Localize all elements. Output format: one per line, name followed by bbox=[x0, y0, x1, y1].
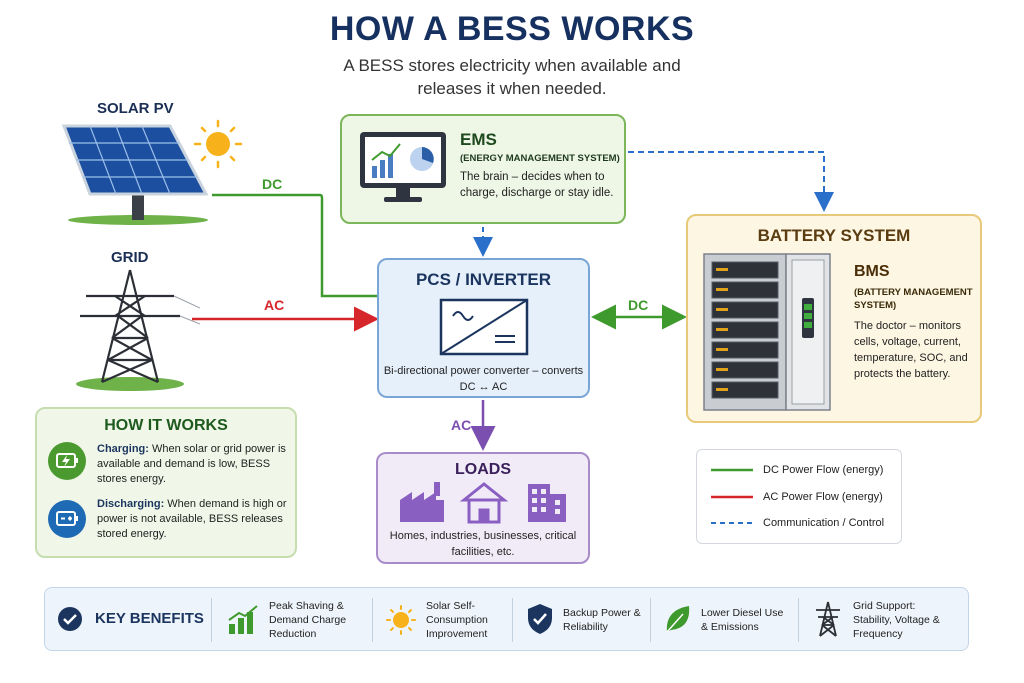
ems-battery-control-arrow bbox=[628, 151, 834, 212]
grid-label: GRID bbox=[111, 249, 149, 266]
pcs-inverter-box: PCS / INVERTER Bi-directional power conv… bbox=[377, 258, 590, 398]
ems-title: EMS bbox=[460, 130, 497, 149]
bar-chart-icon bbox=[228, 605, 258, 634]
legend-box: DC Power Flow (energy) AC Power Flow (en… bbox=[696, 449, 902, 544]
legend-ac-label: AC Power Flow (energy) bbox=[763, 491, 883, 503]
loads-icons bbox=[400, 482, 566, 524]
ems-box: EMS (ENERGY MANAGEMENT SYSTEM) The brain… bbox=[340, 114, 626, 224]
transmission-tower-icon bbox=[76, 269, 200, 391]
legend-dc-label: DC Power Flow (energy) bbox=[763, 464, 884, 476]
discharging-description: Discharging: When demand is high or powe… bbox=[97, 498, 287, 540]
bms-subtitle: (BATTERY MANAGEMENT SYSTEM) bbox=[854, 287, 973, 311]
benefit-lower-diesel: Lower Diesel Use & Emissions bbox=[701, 607, 784, 633]
battery-system-box: BATTERY SYSTEM BMS (BATTERY MANAGEMENT S… bbox=[686, 214, 982, 423]
page-title: HOW A BESS WORKS bbox=[329, 10, 695, 48]
solar-panel-icon bbox=[61, 119, 243, 225]
leaf-icon bbox=[666, 606, 690, 633]
pcs-title: PCS / INVERTER bbox=[415, 270, 552, 289]
key-benefits-title: KEY BENEFITS bbox=[95, 610, 204, 627]
factory-icon bbox=[400, 482, 444, 522]
solar-dc-connector bbox=[212, 193, 378, 298]
loads-title: LOADS bbox=[455, 461, 511, 478]
monitor-icon bbox=[360, 132, 446, 202]
key-benefits-bar: KEY BENEFITS Peak Shaving & Demand Charg… bbox=[44, 587, 969, 651]
how-it-works-title: HOW IT WORKS bbox=[104, 417, 228, 434]
benefit-grid-support: Grid Support: Stability, Voltage & Frequ… bbox=[853, 600, 940, 640]
sun-icon bbox=[386, 605, 416, 635]
bms-description: The doctor – monitors cells, voltage, cu… bbox=[854, 320, 968, 380]
inverter-symbol-icon bbox=[439, 298, 529, 356]
loads-box: LOADS Homes, industries, businesses, cri… bbox=[376, 452, 590, 564]
discharging-battery-icon bbox=[48, 500, 86, 538]
benefit-peak-shaving: Peak Shaving & Demand Charge Reduction bbox=[269, 600, 347, 640]
check-circle-icon bbox=[58, 607, 82, 631]
ems-subtitle: (ENERGY MANAGEMENT SYSTEM) bbox=[460, 153, 620, 164]
pcs-battery-dc-label: DC bbox=[628, 297, 649, 313]
office-building-icon bbox=[528, 484, 566, 522]
pcs-description: Bi-directional power converter – convert… bbox=[383, 365, 584, 393]
how-it-works-box: HOW IT WORKS Charging: When solar or gri… bbox=[35, 407, 297, 558]
benefit-backup-power: Backup Power & Reliability bbox=[563, 607, 641, 633]
battery-cabinet-icon bbox=[703, 253, 831, 411]
benefit-solar-self-consumption: Solar Self-Consumption Improvement bbox=[426, 600, 488, 640]
shield-check-icon bbox=[528, 604, 552, 634]
pcs-loads-ac-label: AC bbox=[451, 417, 472, 433]
solar-pv-label: SOLAR PV bbox=[97, 100, 174, 117]
bms-title: BMS bbox=[854, 263, 890, 280]
page-subtitle: A BESS stores electricity when available… bbox=[343, 56, 681, 98]
legend-swatches bbox=[711, 468, 753, 524]
legend-control-label: Communication / Control bbox=[763, 517, 885, 529]
ems-description: The brain – decides when to charge, disc… bbox=[460, 171, 614, 199]
charging-description: Charging: When solar or grid power is av… bbox=[97, 443, 286, 485]
solar-dc-label: DC bbox=[262, 176, 283, 192]
battery-system-title: BATTERY SYSTEM bbox=[757, 226, 911, 245]
transmission-tower-icon bbox=[816, 601, 840, 637]
charging-battery-icon bbox=[48, 442, 86, 480]
grid-ac-label: AC bbox=[264, 297, 285, 313]
loads-description: Homes, industries, businesses, critical … bbox=[389, 530, 577, 558]
house-icon bbox=[459, 482, 509, 524]
